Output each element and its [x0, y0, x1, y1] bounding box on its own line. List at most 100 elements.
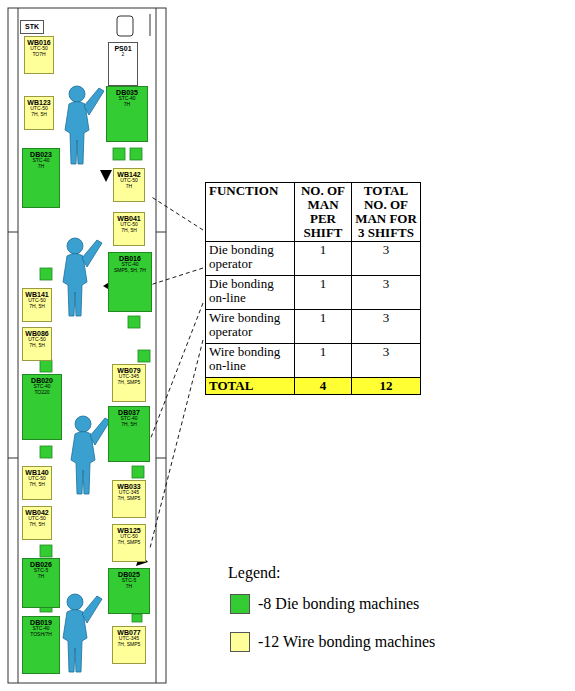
count-value: 1 — [320, 242, 327, 257]
legend-swatch — [230, 632, 250, 652]
wire-bonder-box: WB142UTC-507H — [113, 168, 145, 202]
die-bonder-box: DB026STC-57H — [22, 558, 60, 608]
legend-text: -12 Wire bonding machines — [258, 633, 435, 651]
count-value: 4 — [320, 378, 327, 393]
wire-bonder-box: WB033UTC-3457H, SMP5 — [112, 480, 146, 518]
operator-figure — [63, 594, 102, 672]
machine-spec: 7H, 5H — [29, 304, 45, 309]
table-cell: Wire bonding operator — [206, 310, 295, 344]
equipment-box: STK — [20, 20, 44, 34]
wire-bonder-box: WB041UTC-507H, 5H — [113, 212, 145, 246]
function-name: Die bonding on-line — [209, 276, 274, 305]
machine-spec: 7H, SMP5 — [118, 642, 141, 647]
machine-id: DB037 — [118, 409, 140, 416]
wire-bonder-box: WB141UTC-507H, 5H — [22, 288, 52, 322]
machine-spec: 7H — [126, 584, 132, 589]
staffing-table: FUNCTIONNO. OF MAN PER SHIFTTOTAL NO. OF… — [205, 182, 421, 395]
legend-swatch — [230, 594, 250, 614]
die-bonder-box: DB037STC-407H, 5H — [108, 406, 150, 462]
machine-id: WB142 — [117, 171, 140, 178]
wire-bonder-box: WB125UTC-507H, SMP5 — [112, 524, 146, 562]
wire-bonder-box: WB016UTC-50TO7H — [24, 36, 54, 74]
machine-id: STK — [25, 23, 39, 30]
table-cell: TOTAL NO. OF MAN FOR 3 SHIFTS — [352, 183, 421, 242]
leader-line — [150, 196, 203, 548]
table-row: Wire bonding operator 1 3 — [206, 310, 421, 344]
machine-spec: 7H, 5H — [29, 343, 45, 348]
table-cell: 4 — [295, 378, 352, 395]
table-cell: Die bonding operator — [206, 242, 295, 276]
machine-id: DB025 — [118, 571, 140, 578]
machine-id: WB033 — [117, 483, 140, 490]
machine-spec: 2 — [122, 52, 125, 57]
count-value: 3 — [383, 276, 390, 291]
die-bonder-box: DB035STC-407H — [106, 86, 148, 142]
machine-spec: 7H — [126, 184, 132, 189]
die-bonder-box: DB025STC-57H — [108, 568, 150, 614]
table-cell: 1 — [295, 344, 352, 378]
machine-spec: 7H, 5H — [121, 228, 137, 233]
table-row: FUNCTIONNO. OF MAN PER SHIFTTOTAL NO. OF… — [206, 183, 421, 242]
wire-bonder-box: WB077UTC-3457H, SMP5 — [112, 626, 146, 664]
machine-id: WB141 — [25, 291, 48, 298]
wall-line — [8, 458, 18, 459]
machine-id: WB016 — [27, 39, 50, 46]
die-bonder-box: DB019STC-40TOSH/7H — [22, 616, 60, 674]
machine-spec: 7H, 5H — [29, 482, 45, 487]
table-cell: 3 — [352, 242, 421, 276]
wire-bonder-box: WB140UTC-507H, 5H — [22, 466, 52, 500]
wire-bonder-box: WB079UTC-3457H, SMP5 — [112, 364, 146, 402]
table-cell: Die bonding on-line — [206, 276, 295, 310]
machine-id: DB023 — [30, 151, 52, 158]
table-row: TOTAL412 — [206, 378, 421, 395]
table-cell: 3 — [352, 310, 421, 344]
machine-spec: 7H — [38, 574, 44, 579]
table-cell: 3 — [352, 276, 421, 310]
die-bonder-box: DB023STC-407H — [22, 148, 60, 208]
machine-spec: 7H, SMP5 — [118, 380, 141, 385]
wire-bonder-box: WB086UTC-507H, 5H — [22, 327, 52, 361]
operator-figure — [65, 86, 104, 164]
machine-spec: TO7H — [32, 52, 45, 57]
door-icon — [117, 16, 133, 36]
function-name: TOTAL — [209, 378, 253, 393]
wall-line — [18, 8, 19, 683]
column-header: TOTAL NO. OF MAN FOR 3 SHIFTS — [355, 183, 417, 240]
machine-id: WB125 — [117, 527, 140, 534]
machine-id: WB140 — [25, 469, 48, 476]
machine-id: WB123 — [27, 99, 50, 106]
machine-id: DB035 — [116, 89, 138, 96]
machine-spec: 7H, 5H — [29, 522, 45, 527]
die-bonder-box: DB016STC-40SMP5, 5H, 7H — [108, 252, 152, 312]
table-row: Die bonding operator 1 3 — [206, 242, 421, 276]
machine-id: DB016 — [119, 255, 141, 262]
machine-spec: 7H, SMP5 — [118, 496, 141, 501]
count-value: 1 — [320, 310, 327, 325]
direction-arrow — [100, 170, 148, 566]
machine-spec: 7H, 5H — [121, 422, 137, 427]
machine-id: WB077 — [117, 629, 140, 636]
wall-line — [8, 232, 18, 233]
machine-id: WB041 — [117, 215, 140, 222]
table-row: Die bonding on-line 1 3 — [206, 276, 421, 310]
function-name: Die bonding operator — [209, 242, 274, 271]
column-header: FUNCTION — [209, 183, 278, 198]
wall-line — [156, 8, 157, 683]
wall-line — [156, 458, 166, 459]
count-value: 1 — [320, 344, 327, 359]
table-cell: 3 — [352, 344, 421, 378]
function-name: Wire bonding operator — [209, 310, 280, 339]
legend-text: -8 Die bonding machines — [258, 595, 419, 613]
machine-id: DB019 — [30, 619, 52, 626]
production-bay — [8, 8, 166, 683]
machine-id: DB020 — [31, 377, 53, 384]
count-value: 1 — [320, 276, 327, 291]
machine-id: WB079 — [117, 367, 140, 374]
machine-spec: 7H — [38, 164, 44, 169]
table-row: Wire bonding on-line13 — [206, 344, 421, 378]
machine-spec: 7H — [124, 102, 130, 107]
operator-figure — [71, 416, 110, 494]
table-cell: 1 — [295, 242, 352, 276]
count-value: 3 — [383, 310, 390, 325]
